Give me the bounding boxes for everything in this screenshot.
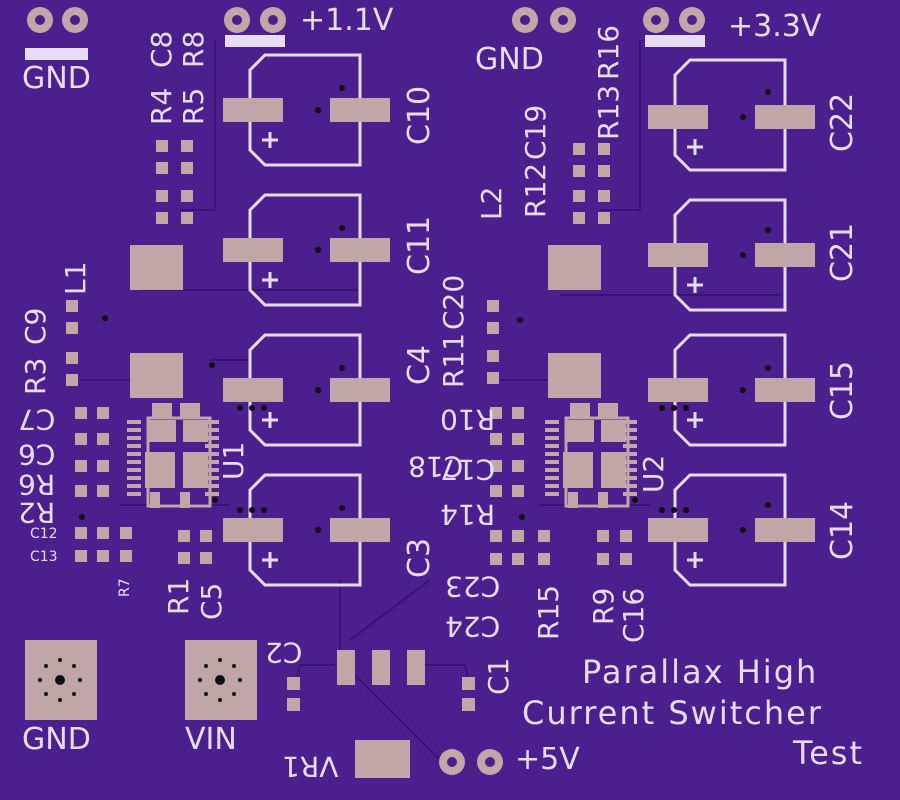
v33-label: +3.3V (728, 9, 822, 44)
c13-label: C13 (30, 549, 58, 565)
cap-left-column (248, 53, 362, 587)
gnd-terminal (25, 640, 97, 720)
v5-header (439, 749, 503, 775)
c5-label: C5 (195, 582, 228, 620)
l2-label: L2 (475, 186, 508, 220)
u1-label: U1 (217, 441, 250, 480)
gnd-header-mid (512, 7, 576, 33)
r1-label: R1 (162, 577, 195, 615)
r4-label: R4 (145, 87, 178, 125)
r13-label: R13 (592, 84, 625, 140)
r3-label: R3 (19, 357, 52, 395)
gnd-label-top-left: GND (22, 61, 91, 96)
board-title-line1: Parallax High (582, 653, 819, 691)
r12-label: R12 (519, 162, 552, 218)
c16-label: C16 (617, 587, 650, 643)
gnd-label-bottom: GND (22, 722, 91, 757)
u1-chip (127, 403, 219, 508)
smd-pads-right (487, 143, 632, 565)
board-title-line3: Test (793, 734, 865, 772)
v11-header (224, 7, 286, 47)
vias (79, 85, 771, 533)
vin-label: VIN (185, 722, 237, 757)
v5-label: +5V (515, 742, 580, 777)
r5-label: R5 (177, 87, 210, 125)
r9-label: R9 (587, 587, 620, 625)
u2-label: U2 (637, 454, 670, 493)
c8-label: C8 (145, 30, 178, 68)
c21-label: C21 (825, 222, 860, 282)
r15-label: R15 (532, 584, 565, 640)
c24-label: C24 (445, 610, 501, 643)
c19-label: C19 (519, 104, 552, 160)
vr1-regulator (287, 650, 475, 778)
r2-label: R2 (18, 496, 56, 529)
vr1-label: VR1 (282, 750, 339, 783)
c2-label: C2 (265, 636, 303, 669)
c22-label: C22 (825, 92, 860, 152)
c3-label: C3 (402, 537, 437, 578)
inductor-pads (130, 245, 601, 398)
board-title-line2: Current Switcher (522, 694, 823, 732)
c4-label: C4 (402, 344, 437, 385)
u2-chip (545, 403, 637, 508)
r16-label: R16 (592, 24, 625, 80)
c10-label: C10 (402, 85, 437, 145)
c11-label: C11 (402, 215, 437, 275)
r11-label: R11 (437, 332, 470, 388)
c7-label: C7 (18, 403, 56, 436)
c14-label: C14 (825, 500, 860, 560)
vin-terminal (185, 640, 257, 720)
c1-label: C1 (482, 657, 515, 695)
smd-pads-left (66, 140, 212, 564)
cap-right-column (673, 58, 787, 587)
v11-label: +1.1V (300, 3, 394, 38)
r6-label: R6 (18, 468, 56, 501)
v33-header (643, 7, 705, 47)
r8-label: R8 (177, 30, 210, 68)
c12-label: C12 (30, 526, 58, 542)
r14-label: R14 (440, 498, 496, 531)
r10-label: R10 (440, 403, 496, 436)
gnd-header-left (25, 7, 88, 60)
gnd-label-top-mid: GND (475, 42, 544, 77)
c17-label: C17 (440, 453, 496, 486)
c23-label: C23 (445, 570, 501, 603)
c20-label: C20 (437, 274, 470, 330)
r7-label: R7 (117, 578, 133, 597)
c9-label: C9 (19, 307, 52, 345)
c15-label: C15 (825, 360, 860, 420)
c6-label: C6 (18, 438, 56, 471)
l1-label: L1 (59, 261, 92, 295)
